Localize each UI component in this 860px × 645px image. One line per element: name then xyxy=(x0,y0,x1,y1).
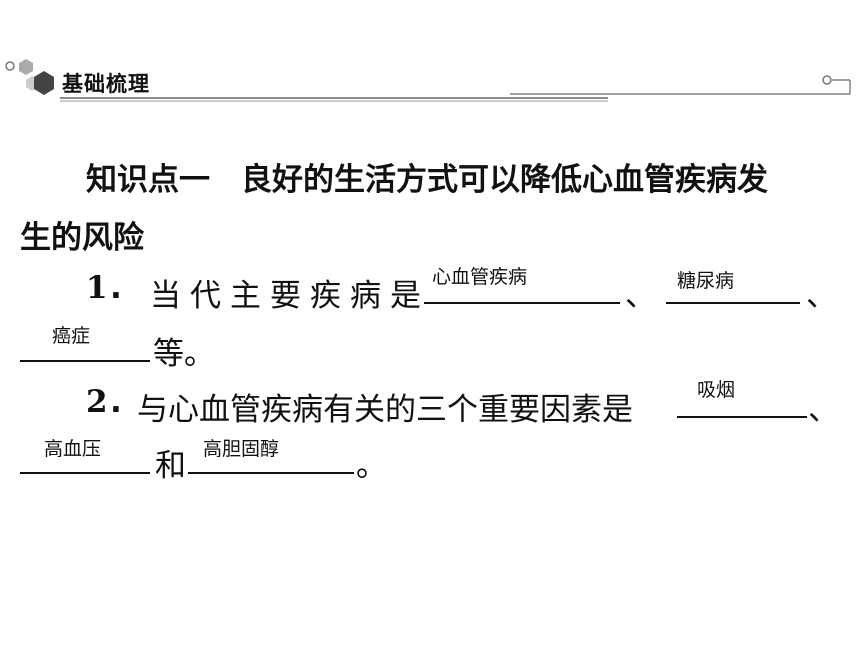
q1-blank-2 xyxy=(666,302,800,304)
small-circle-icon xyxy=(822,75,832,85)
q1-suffix: 等。 xyxy=(153,336,215,372)
header-decoration xyxy=(5,59,851,102)
knowledge-point-heading-cont: 生的风险 xyxy=(20,220,144,256)
q1-answer-2: 糖尿病 xyxy=(677,270,735,292)
q2-and: 和 xyxy=(155,448,186,484)
q2-number: 2 xyxy=(86,384,108,420)
q2-dot: . xyxy=(110,384,122,420)
q2-answer-3: 高胆固醇 xyxy=(203,438,280,460)
q2-answer-1: 吸烟 xyxy=(697,379,736,401)
q2-prefix: 与心血管疾病有关的三个重要因素是 xyxy=(137,392,633,428)
q1-answer-3: 癌症 xyxy=(52,325,91,347)
knowledge-point-heading: 知识点一 良好的生活方式可以降低心血管疾病发 xyxy=(86,162,768,198)
hexagon-icon xyxy=(19,59,33,75)
small-circle-icon xyxy=(5,61,15,71)
q2-blank-3 xyxy=(188,472,354,474)
q1-blank-3 xyxy=(20,360,150,362)
q1-number: 1 xyxy=(86,270,108,306)
q2-blank-1 xyxy=(677,416,807,418)
q1-blank-1 xyxy=(424,302,620,304)
section-title: 基础梳理 xyxy=(62,71,150,96)
q2-separator-1: 、 xyxy=(808,392,839,428)
q2-answer-2: 高血压 xyxy=(44,438,102,460)
q1-dot: . xyxy=(110,270,122,306)
q1-prefix: 当代主要疾病是 xyxy=(150,278,430,314)
q1-separator-1: 、 xyxy=(625,278,656,314)
q2-suffix: 。 xyxy=(356,448,387,484)
q1-separator-2: 、 xyxy=(806,278,837,314)
hexagon-icon xyxy=(34,71,54,95)
q2-blank-2 xyxy=(20,472,150,474)
q1-answer-1: 心血管疾病 xyxy=(432,266,528,288)
section-header: 基础梳理 xyxy=(0,0,860,110)
